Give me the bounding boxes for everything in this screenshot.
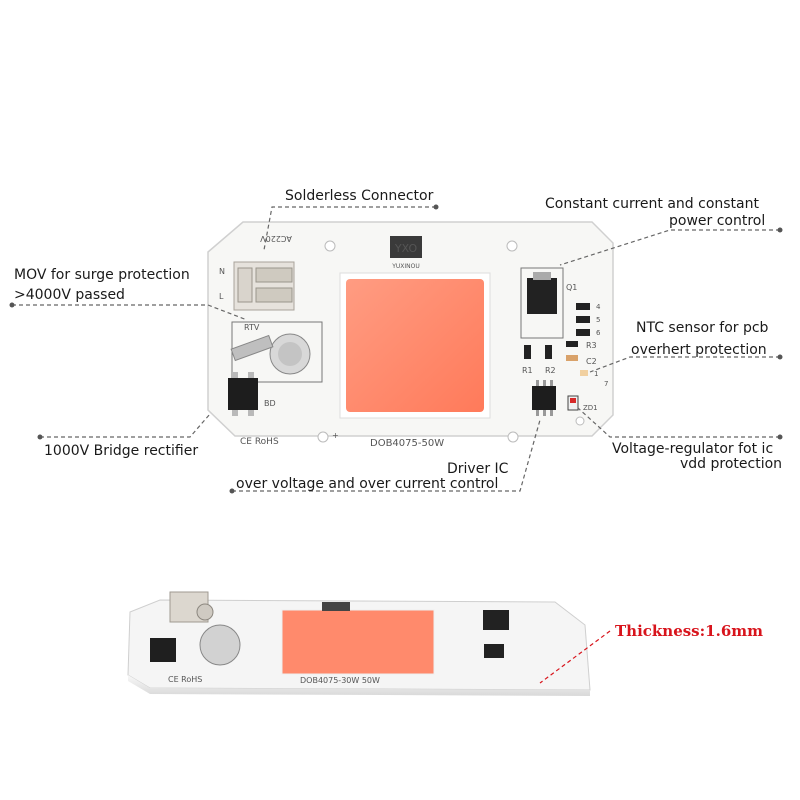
pin-6-marking: 6 <box>596 329 601 337</box>
bridge-side <box>150 638 176 662</box>
callout-vreg-line2: vdd protection <box>680 456 783 472</box>
pin-4-marking: 4 <box>596 303 601 311</box>
model-marking-side: DOB4075-30W 50W <box>300 676 380 685</box>
q1-side <box>483 610 509 630</box>
cert-marking-side: CE RoHS <box>168 675 202 684</box>
bd-marking: BD <box>264 399 276 408</box>
driver-ic-side <box>484 644 504 658</box>
brand-logo-text: YXO <box>394 242 418 255</box>
rtv-marking: RTV <box>244 323 260 332</box>
callout-mov-line1: MOV for surge protection <box>14 267 190 283</box>
l-marking: L <box>219 292 224 301</box>
bridge-rectifier <box>228 378 258 410</box>
r1-marking: R1 <box>522 366 533 375</box>
plus-marking: + <box>332 431 339 440</box>
callout-solderless-connector: Solderless Connector <box>285 188 434 204</box>
led-emitter-side <box>281 609 435 675</box>
mov-leads <box>230 334 274 362</box>
callout-constant-line1: Constant current and constant <box>545 196 759 212</box>
mount-hole <box>317 431 329 443</box>
pin-5-marking: 5 <box>596 316 600 324</box>
model-marking: DOB4075-50W <box>370 438 444 449</box>
r3-marking: R3 <box>586 341 597 350</box>
ntc-sensor <box>580 370 588 376</box>
brand-sub-text: YUXINOU <box>391 263 420 270</box>
r2-marking: R2 <box>545 366 556 375</box>
mov-side <box>199 624 241 666</box>
callout-mov-line2: >4000V passed <box>14 287 125 303</box>
q1-marking: Q1 <box>566 283 577 292</box>
pin-7-marking: 7 <box>604 380 608 388</box>
thickness-leader <box>539 630 611 684</box>
solderless-connector <box>233 261 295 311</box>
connector-side <box>169 591 214 623</box>
mount-hole <box>507 431 519 443</box>
brand-logo <box>390 236 422 258</box>
c2-marking: C2 <box>586 357 597 366</box>
ac-marking: AC220V <box>260 234 292 243</box>
mount-hole <box>575 416 585 426</box>
driver-ic <box>532 386 556 410</box>
pin-1-marking: 1 <box>594 370 598 378</box>
callout-vreg-line1: Voltage-regulator fot ic <box>612 441 774 457</box>
thickness-label: Thickness:1.6mm <box>615 622 764 640</box>
callout-constant-line2: power control <box>669 213 766 229</box>
n-marking: N <box>219 267 225 276</box>
q1-transistor <box>527 278 557 314</box>
mount-hole <box>506 240 518 252</box>
callout-dots <box>9 204 783 494</box>
led-emitter <box>346 279 484 412</box>
callout-driver-ic-line2: over voltage and over current control <box>236 476 499 492</box>
brand-logo-side <box>322 602 350 611</box>
zd1-marking: ZD1 <box>583 404 598 412</box>
callout-ntc-line1: NTC sensor for pcb <box>636 320 769 336</box>
c2-capacitor <box>566 355 578 361</box>
callout-ntc-line2: overhert protection <box>631 342 767 358</box>
callout-bridge-rectifier: 1000V Bridge rectifier <box>44 443 199 459</box>
mount-hole <box>324 240 336 252</box>
cert-marking: CE RoHS <box>240 437 279 447</box>
callout-leaders <box>12 206 780 492</box>
callout-driver-ic-line1: Driver IC <box>447 461 509 477</box>
q1-outline <box>520 267 564 339</box>
